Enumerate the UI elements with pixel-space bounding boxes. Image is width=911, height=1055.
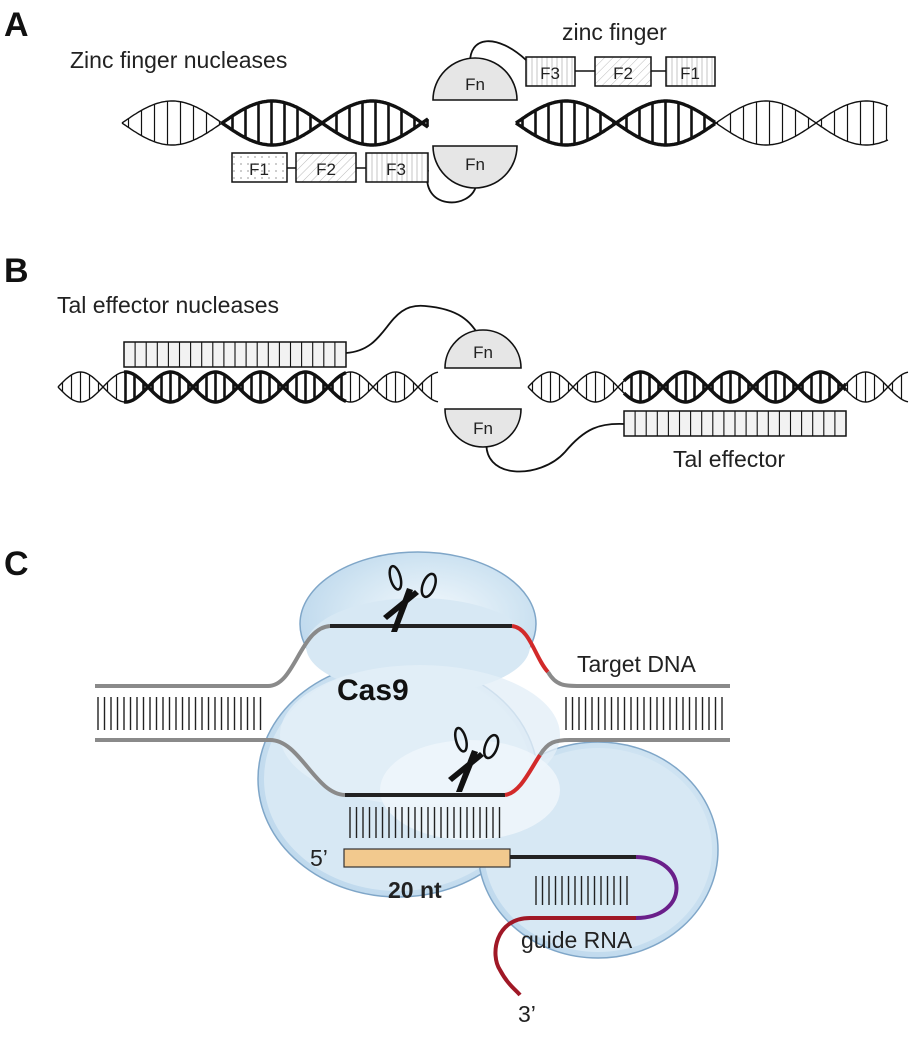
five-prime-label: 5’ bbox=[310, 845, 328, 871]
panel-a-letter: A bbox=[4, 6, 29, 44]
dna-helix-right bbox=[527, 370, 909, 404]
linker-bottom bbox=[485, 423, 625, 473]
dna-helix-left bbox=[121, 99, 429, 147]
cas9-label: Cas9 bbox=[337, 674, 409, 707]
panel-a: A Zinc finger nucleases zinc finger Fn F… bbox=[4, 6, 889, 204]
dna-backbone-bound bbox=[123, 370, 347, 404]
tal-effector-array-bottom bbox=[623, 410, 847, 437]
scissors-icon bbox=[383, 564, 437, 632]
guide-rna-label: guide RNA bbox=[521, 927, 633, 953]
zinc-finger-f3-bottom bbox=[365, 152, 429, 183]
fn-label-bottom: Fn bbox=[465, 155, 485, 174]
fokI-nuclease-top bbox=[444, 329, 522, 369]
dna-backbone-bound bbox=[515, 99, 716, 147]
dna-backbone-bound bbox=[221, 99, 429, 147]
zinc-finger-f2-bottom bbox=[295, 152, 357, 183]
tal-effector-label: Tal effector bbox=[673, 446, 785, 472]
linker-top bbox=[469, 40, 527, 67]
scissors-icon bbox=[448, 726, 500, 792]
fn-label-top: Fn bbox=[465, 75, 485, 94]
cas9-protein bbox=[257, 551, 719, 959]
panel-b: B Tal effector nucleases Fn Fn Tal effec… bbox=[4, 252, 909, 473]
fn-label-top: Fn bbox=[473, 343, 493, 362]
finger-label: F3 bbox=[540, 64, 560, 83]
dna-helix-left bbox=[57, 370, 439, 404]
tal-effector-array-top bbox=[123, 341, 347, 368]
dna-backbone-bound bbox=[221, 99, 429, 147]
spacer-length-label: 20 nt bbox=[388, 877, 442, 903]
spacer-base-pairs bbox=[349, 807, 501, 838]
finger-label: F2 bbox=[316, 160, 336, 179]
finger-label: F3 bbox=[386, 160, 406, 179]
fokI-nuclease-bottom bbox=[432, 145, 518, 189]
zinc-finger-f1-bottom bbox=[231, 152, 288, 183]
fokI-nuclease-top bbox=[432, 57, 518, 101]
dna-backbone-bound bbox=[123, 370, 347, 404]
dna-base-pairs-left bbox=[97, 697, 262, 730]
zinc-finger-label: zinc finger bbox=[562, 19, 667, 45]
dna-backbone bbox=[515, 100, 889, 146]
guide-stem-base-pairs bbox=[535, 876, 628, 905]
talen-title: Tal effector nucleases bbox=[57, 292, 279, 318]
zinc-finger-f1-top bbox=[665, 56, 716, 87]
finger-label: F1 bbox=[680, 64, 700, 83]
dna-backbone-bound bbox=[622, 370, 848, 404]
dna-backbone-bound bbox=[622, 370, 848, 404]
fokI-nuclease-bottom bbox=[444, 408, 522, 448]
spacer-20nt bbox=[343, 848, 511, 868]
linker-top bbox=[345, 305, 479, 354]
finger-label: F1 bbox=[249, 160, 269, 179]
panel-c: C bbox=[4, 545, 730, 1027]
three-prime-label: 3’ bbox=[518, 1001, 536, 1027]
dna-backbone bbox=[515, 100, 889, 146]
finger-label: F2 bbox=[613, 64, 633, 83]
guide-rna bbox=[343, 848, 679, 997]
zinc-finger-f2-top bbox=[594, 56, 652, 87]
zinc-finger-f3-top bbox=[525, 56, 576, 87]
fn-label-bottom: Fn bbox=[473, 419, 493, 438]
zfn-title: Zinc finger nucleases bbox=[70, 47, 287, 73]
target-dna bbox=[95, 624, 730, 797]
panel-c-letter: C bbox=[4, 545, 29, 583]
dna-base-pairs-right bbox=[565, 697, 723, 730]
panel-b-letter: B bbox=[4, 252, 29, 290]
dna-helix-right bbox=[515, 99, 889, 147]
target-dna-label: Target DNA bbox=[577, 651, 697, 677]
